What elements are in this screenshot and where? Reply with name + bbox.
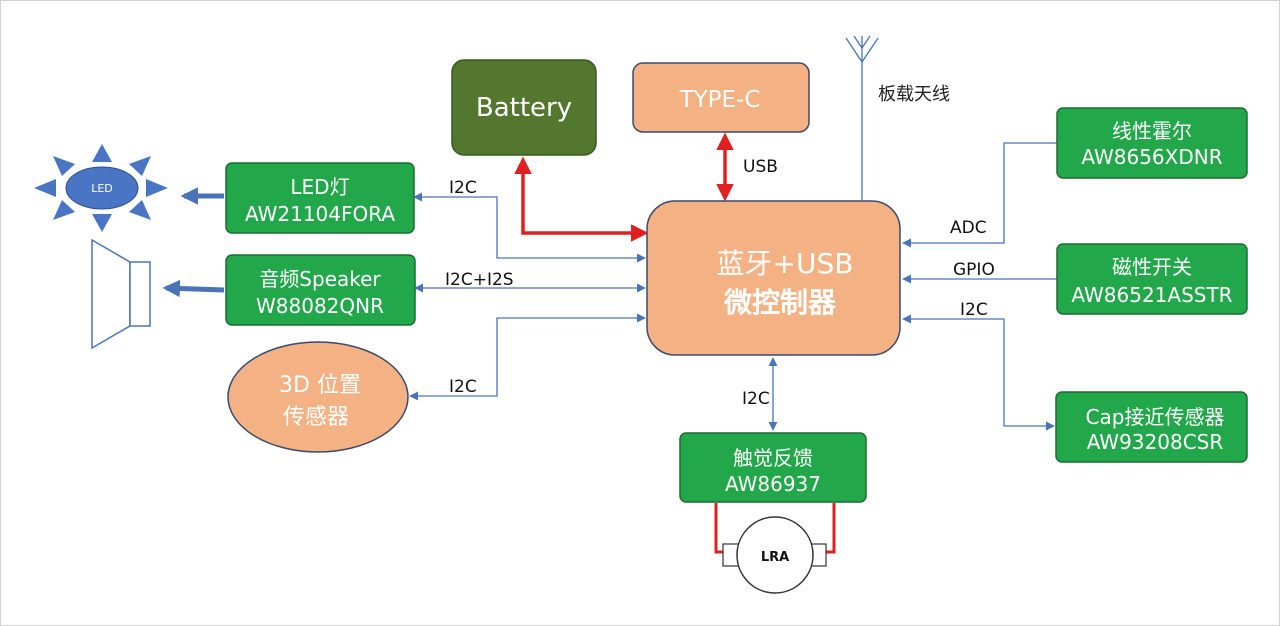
mcu-title: 蓝牙+USB [717, 247, 854, 280]
typec-block: TYPE-C [632, 62, 810, 133]
sensor-3d-line2: 传感器 [283, 405, 349, 430]
antenna-icon [845, 35, 879, 200]
speaker-block: 音频Speaker W88082QNR [225, 254, 416, 326]
lra-label: LRA [761, 550, 789, 565]
label-i2c-i2s: I2C+I2S [445, 270, 514, 290]
cap-sensor-name: Cap接近传感器 [1086, 405, 1225, 429]
sensor-3d-line1: 3D 位置 [279, 373, 361, 398]
cap-sensor-part: AW93208CSR [1087, 430, 1224, 454]
label-i2c-cap: I2C [960, 300, 988, 320]
sensor-3d-block: 3D 位置 传感器 [227, 341, 409, 453]
led-driver-name: LED灯 [290, 175, 349, 199]
speaker-part: W88082QNR [256, 294, 384, 318]
led-driver-block: LED灯 AW21104FORA [225, 162, 415, 234]
antenna-label: 板载天线 [878, 84, 950, 105]
label-adc: ADC [950, 218, 987, 238]
lra-motor: LRA [714, 503, 836, 594]
mcu-block: 蓝牙+USB 微控制器 [646, 200, 901, 356]
led-driver-part: AW21104FORA [245, 202, 395, 226]
battery-power-line [514, 156, 649, 242]
mcu-subtitle: 微控制器 [723, 286, 837, 319]
battery-label: Battery [476, 93, 572, 123]
speaker-icon [91, 238, 151, 350]
haptic-block: 触觉反馈 AW86937 [679, 432, 867, 503]
label-i2c-haptic: I2C [742, 389, 770, 409]
speaker-name: 音频Speaker [259, 267, 381, 291]
haptic-part: AW86937 [725, 472, 821, 496]
speaker-output-arrow [162, 279, 225, 298]
battery-block: Battery [451, 59, 597, 156]
led-icon: LED [34, 144, 168, 232]
connector-lines [409, 142, 1058, 431]
hall-name: 线性霍尔 [1112, 119, 1192, 143]
cap-sensor-block: Cap接近传感器 AW93208CSR [1055, 391, 1248, 463]
mag-switch-block: 磁性开关 AW86521ASSTR [1056, 243, 1248, 315]
led-icon-label: LED [91, 182, 113, 195]
typec-label: TYPE-C [679, 87, 761, 113]
label-usb: USB [743, 157, 778, 177]
hall-sensor-block: 线性霍尔 AW8656XDNR [1056, 107, 1248, 179]
label-gpio: GPIO [953, 260, 995, 280]
haptic-name: 触觉反馈 [733, 446, 813, 470]
hall-part: AW8656XDNR [1081, 145, 1222, 169]
mag-switch-part: AW86521ASSTR [1071, 283, 1232, 307]
label-i2c-led: I2C [449, 178, 477, 198]
mag-switch-name: 磁性开关 [1112, 255, 1192, 279]
label-i2c-3d: I2C [449, 377, 477, 397]
